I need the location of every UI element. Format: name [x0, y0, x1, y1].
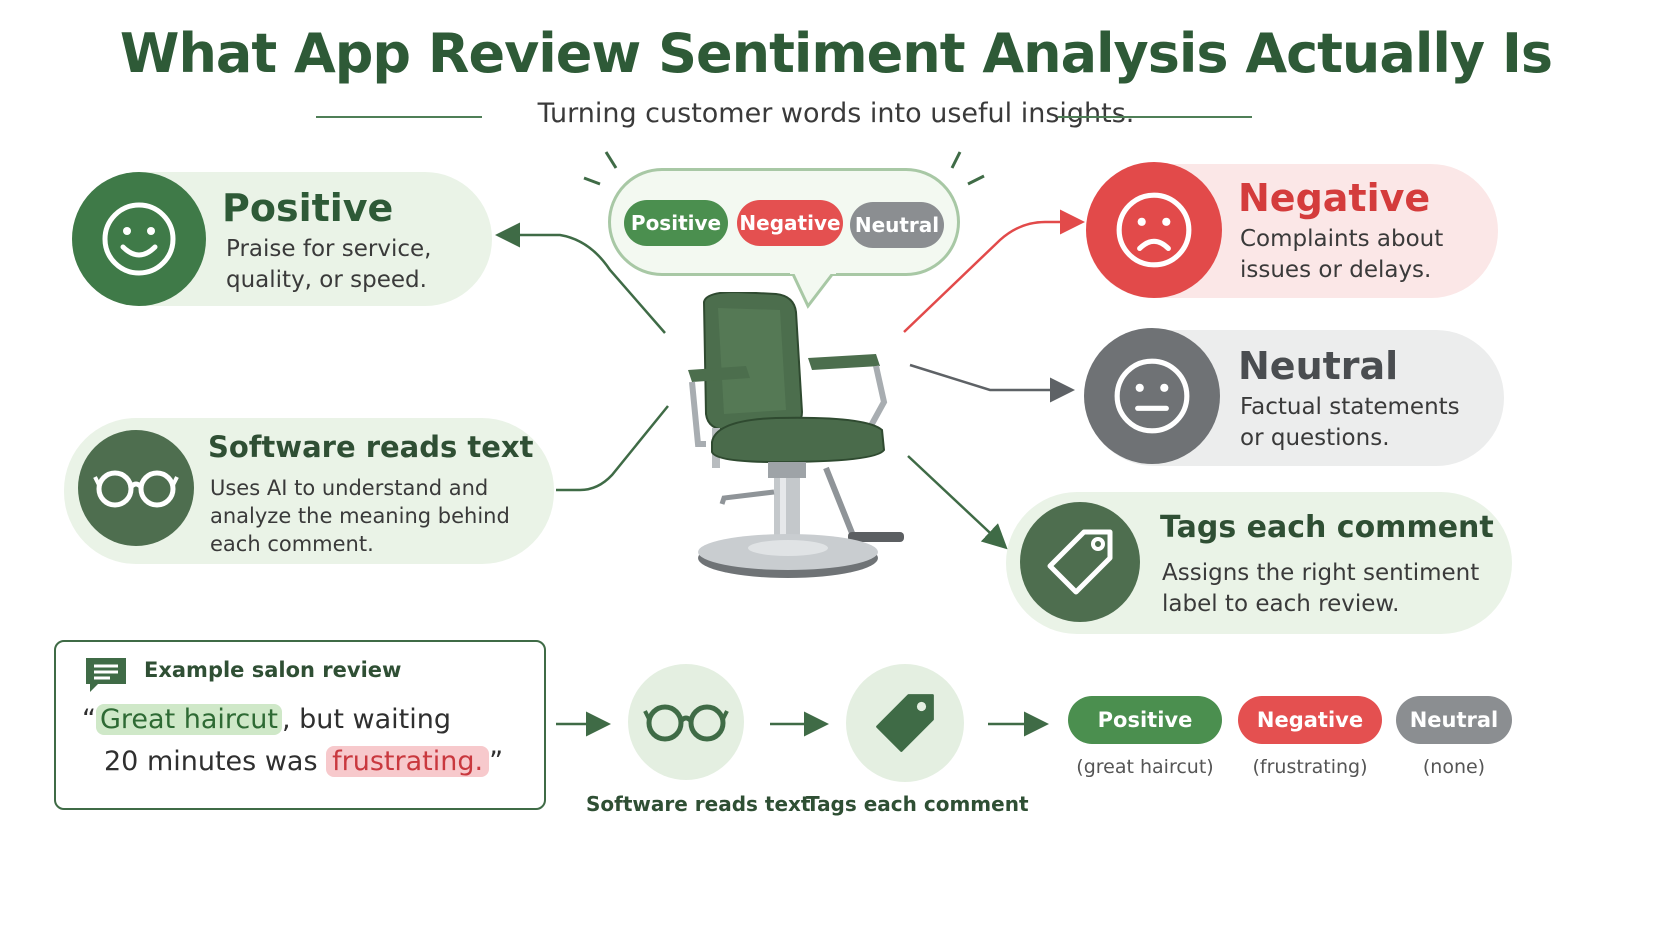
- flow-step-tag-circle: [846, 664, 964, 782]
- close-quote: ”: [489, 746, 504, 777]
- smile-icon: [102, 202, 176, 276]
- tags-desc: Assigns the right sentiment label to eac…: [1162, 560, 1480, 617]
- positive-title: Positive: [222, 186, 394, 230]
- software-title: Software reads text: [208, 430, 534, 464]
- tags-title: Tags each comment: [1160, 510, 1494, 545]
- subtitle-rule-left: [316, 116, 482, 118]
- positive-icon-circle: [72, 172, 206, 306]
- bubble-tag-negative: Negative: [737, 200, 843, 246]
- review-line-2: 20 minutes was frustrating.”: [104, 746, 503, 777]
- review-line2-start: 20 minutes was: [104, 746, 318, 777]
- review-heading: Example salon review: [144, 658, 402, 682]
- result-positive-sub: (great haircut): [1076, 756, 1214, 778]
- review-middle-text: , but waiting: [281, 704, 452, 735]
- subtitle-rule-right: [1058, 116, 1252, 118]
- neutral-title: Neutral: [1238, 344, 1399, 388]
- positive-highlight: Great haircut: [96, 704, 282, 735]
- bubble-tail: [790, 270, 836, 309]
- tag-icon: [876, 694, 934, 752]
- neutral-icon-circle: [1084, 328, 1220, 464]
- positive-desc: Praise for service, quality, or speed.: [226, 236, 432, 293]
- glasses-icon: [643, 704, 729, 742]
- neutral-face-icon: [1114, 358, 1190, 434]
- page-subtitle: Turning customer words into useful insig…: [537, 98, 1135, 129]
- result-positive-pill: Positive: [1068, 696, 1222, 744]
- frown-icon: [1116, 192, 1192, 268]
- chat-icon: [86, 658, 126, 692]
- tags-icon-circle: [1020, 502, 1140, 622]
- flow-step-read-circle: [628, 664, 744, 780]
- open-quote: “: [82, 704, 96, 735]
- bubble-tag-neutral: Neutral: [850, 202, 944, 248]
- result-neutral-pill: Neutral: [1396, 696, 1512, 744]
- negative-icon-circle: [1086, 162, 1222, 298]
- flow-step-read-label: Software reads text: [586, 792, 811, 816]
- negative-desc: Complaints about issues or delays.: [1240, 226, 1444, 283]
- page-title: What App Review Sentiment Analysis Actua…: [119, 22, 1553, 85]
- negative-highlight: frustrating.: [326, 746, 490, 777]
- result-negative-sub: (frustrating): [1252, 756, 1368, 778]
- salon-chair-image: [688, 292, 904, 578]
- bubble-tag-positive: Positive: [624, 200, 728, 246]
- software-icon-circle: [78, 430, 194, 546]
- neutral-desc: Factual statements or questions.: [1240, 394, 1460, 451]
- negative-title: Negative: [1238, 176, 1431, 220]
- tag-icon: [1047, 529, 1113, 595]
- review-line-1: “Great haircut, but waiting: [82, 704, 451, 735]
- glasses-icon: [93, 470, 179, 508]
- software-desc: Uses AI to understand and analyze the me…: [210, 476, 510, 556]
- flow-step-tag-label: Tags each comment: [806, 792, 1029, 816]
- result-negative-pill: Negative: [1238, 696, 1382, 744]
- result-neutral-sub: (none): [1422, 756, 1486, 778]
